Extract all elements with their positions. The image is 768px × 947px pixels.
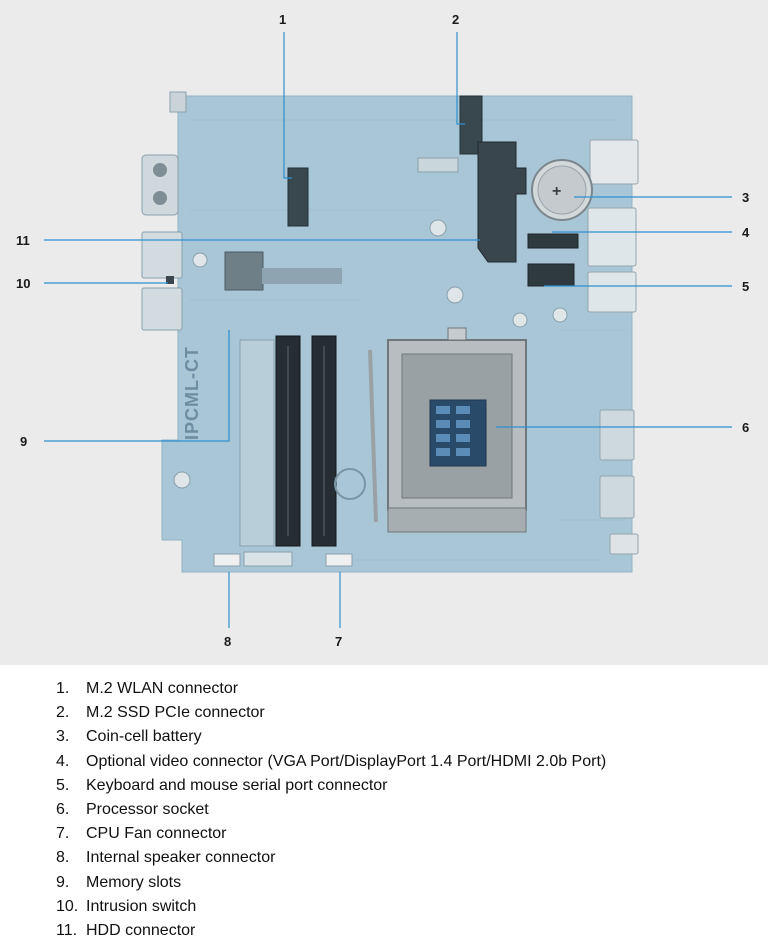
motherboard: + IPCML-CT (141, 91, 639, 573)
socket-retention-plate (387, 507, 527, 533)
callout-numbers: 1 2 3 4 5 6 7 8 9 10 11 (16, 12, 750, 649)
legend-number: 8. (56, 849, 70, 867)
callout-10: 10 (16, 276, 30, 291)
legend-number: 1. (56, 680, 70, 697)
header-block (243, 551, 293, 567)
legend-item: 11. HDD connector (56, 919, 768, 943)
legend-number: 10. (56, 897, 79, 915)
memory-slot-frame (239, 339, 275, 547)
legend-number: 5. (56, 776, 70, 794)
legend-item: 10. Intrusion switch (56, 895, 768, 919)
audio-port (141, 154, 179, 216)
speaker-header (213, 553, 241, 567)
capacitor (173, 471, 191, 489)
video-connector (527, 233, 579, 249)
capacitor (552, 307, 568, 323)
legend-text: Memory slots (86, 873, 182, 891)
front-usb-port (587, 207, 637, 267)
callout-lines (44, 32, 732, 628)
serial-port-connector (527, 263, 575, 287)
rear-usb-port (141, 287, 183, 331)
legend-item: 9. Memory slots (56, 871, 768, 895)
legend-item: 3. Coin-cell battery (56, 725, 768, 749)
m2-ssd-slot (459, 95, 483, 155)
m2-wlan-slot (287, 167, 309, 227)
chip (224, 251, 264, 291)
board-model-label: IPCML-CT (182, 346, 202, 440)
capacitor (429, 219, 447, 237)
callout-6: 6 (742, 420, 749, 435)
small-connector (417, 157, 459, 173)
legend-item: 2. M.2 SSD PCIe connector (56, 701, 768, 725)
rear-usb-port (141, 231, 183, 279)
legend-item: 5. Keyboard and mouse serial port connect… (56, 774, 768, 798)
callout-4: 4 (742, 225, 750, 240)
board-traces (190, 119, 625, 561)
capacitor (192, 252, 208, 268)
legend-item: 7. CPU Fan connector (56, 822, 768, 846)
legend-list: 1. M.2 WLAN connector 2. M.2 SSD PCIe conn… (0, 665, 768, 943)
legend-text: Keyboard and mouse serial port connector (86, 776, 388, 794)
legend-text: CPU Fan connector (86, 825, 227, 843)
legend-number: 7. (56, 825, 70, 843)
cpu-socket-pin-pattern (436, 406, 470, 456)
callout-7: 7 (335, 634, 342, 649)
legend-number: 4. (56, 752, 70, 770)
legend-item: 1. M.2 WLAN connector (56, 677, 768, 701)
callout-8: 8 (224, 634, 231, 649)
capacitor (446, 286, 464, 304)
dell-logo-icon (334, 468, 366, 500)
legend-text: M.2 WLAN connector (86, 680, 239, 697)
callout-11: 11 (16, 233, 30, 248)
hdd-connector (477, 141, 527, 263)
legend-text: Intrusion switch (86, 897, 197, 915)
power-connector (589, 139, 639, 185)
callout-line-1 (283, 32, 292, 179)
component-legend: 1. M.2 WLAN connector 2. M.2 SSD PCIe conn… (0, 665, 768, 947)
sata-port (599, 475, 635, 519)
callout-line-9 (44, 330, 230, 442)
intrusion-switch (166, 276, 174, 284)
legend-text: Optional video connector (VGA Port/Displ… (86, 752, 607, 770)
legend-item: 6. Processor socket (56, 798, 768, 822)
legend-number: 2. (56, 704, 70, 722)
resistor-array (262, 268, 342, 284)
legend-number: 6. (56, 800, 70, 818)
capacitor (512, 312, 528, 328)
legend-number: 3. (56, 728, 70, 746)
legend-text: Coin-cell battery (86, 728, 202, 746)
power-button-connector (169, 91, 187, 113)
legend-item: 8. Internal speaker connector (56, 846, 768, 870)
battery-plus-icon: + (552, 183, 561, 200)
audio-jack-icon (153, 163, 167, 177)
fan-header (325, 553, 353, 567)
legend-number: 11. (56, 921, 78, 939)
legend-text: Internal speaker connector (86, 849, 276, 867)
coin-cell-top (537, 165, 587, 215)
callout-2: 2 (452, 12, 459, 27)
legend-item: 4. Optional video connector (VGA Port/Dis… (56, 750, 768, 774)
callout-9: 9 (20, 434, 27, 449)
legend-text: Processor socket (86, 800, 209, 818)
legend-number: 9. (56, 873, 70, 891)
callout-line-2 (456, 32, 465, 125)
socket-latch (447, 327, 467, 341)
header-connector (609, 533, 639, 555)
legend-text: HDD connector (86, 921, 196, 939)
front-usb-port (587, 271, 637, 313)
sata-port (599, 409, 635, 461)
memory-slot-pins (287, 346, 325, 536)
legend-text: M.2 SSD PCIe connector (86, 704, 265, 722)
motherboard-figure: + IPCML-CT (0, 0, 768, 665)
motherboard-diagram: + IPCML-CT (16, 12, 750, 649)
audio-jack-icon (153, 191, 167, 205)
callout-1: 1 (279, 12, 286, 27)
socket-lever (368, 349, 378, 523)
callout-5: 5 (742, 279, 749, 294)
callout-3: 3 (742, 190, 749, 205)
